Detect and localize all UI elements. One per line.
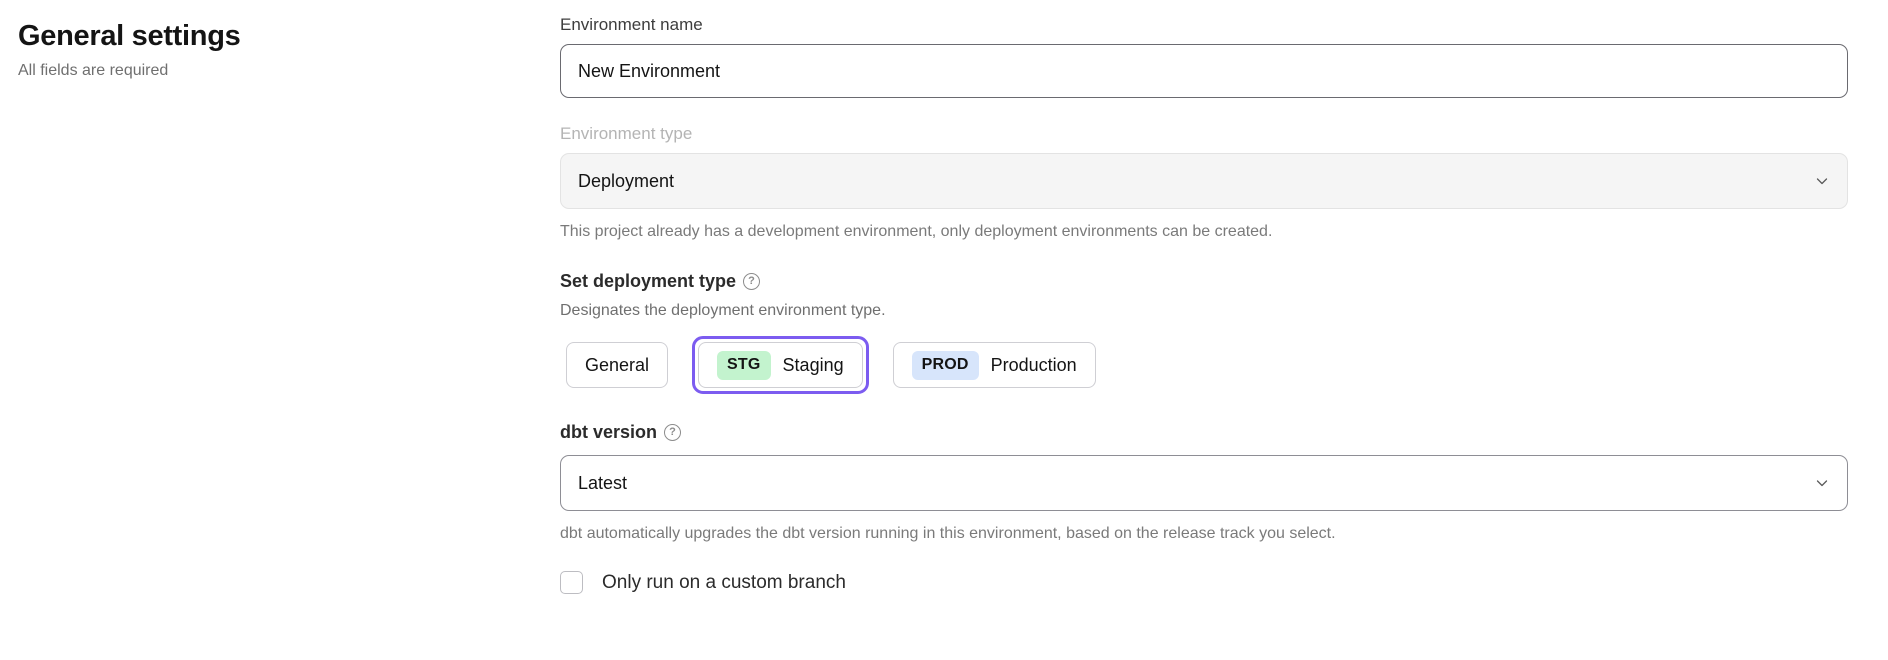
deployment-type-heading: Set deployment type [560,271,737,291]
environment-type-field: Environment type Deployment This project… [560,123,1848,242]
question-mark-circle-icon[interactable]: ? [664,424,682,441]
deployment-type-option-staging-label: Staging [782,354,844,375]
deployment-type-option-production[interactable]: PROD Production [892,342,1096,388]
dbt-version-value: Latest [578,472,628,493]
page-subtitle: All fields are required [18,62,169,79]
deployment-type-description: Designates the deployment environment ty… [560,302,886,319]
environment-name-input[interactable]: New Environment [560,44,1848,98]
environment-name-value: New Environment [578,60,721,81]
environment-name-label: Environment name [560,15,703,34]
environment-type-help-text: This project already has a development e… [560,223,1273,240]
deployment-type-option-staging[interactable]: STG Staging [698,342,863,388]
chevron-down-icon [1814,475,1830,491]
dbt-version-label: dbt version [560,422,658,442]
environment-type-value: Deployment [578,170,675,191]
custom-branch-checkbox[interactable] [560,571,583,594]
staging-badge: STG [717,350,771,380]
deployment-type-option-general-wrapper: General [560,336,674,394]
deployment-type-option-general-label: General [585,354,650,375]
dbt-version-select[interactable]: Latest [560,455,1848,511]
settings-form: Environment name New Environment Environ… [560,0,1888,594]
dbt-version-help-text: dbt automatically upgrades the dbt versi… [560,525,1336,542]
production-badge: PROD [911,350,979,380]
custom-branch-label: Only run on a custom branch [602,571,846,593]
deployment-type-option-staging-wrapper: STG Staging [692,336,869,394]
deployment-type-field: Set deployment type ? Designates the dep… [560,271,1848,394]
environment-type-select[interactable]: Deployment [560,153,1848,209]
environment-type-label: Environment type [560,124,693,143]
chevron-down-icon [1814,173,1830,189]
dbt-version-field: dbt version ? Latest dbt automatically u… [560,422,1848,544]
dbt-version-heading-row: dbt version ? [560,422,1848,443]
page-title: General settings [18,20,241,52]
deployment-type-heading-row: Set deployment type ? [560,271,1848,292]
deployment-type-option-production-label: Production [990,354,1077,375]
deployment-type-options: General STG Staging PROD Production [560,336,1848,394]
deployment-type-option-general[interactable]: General [566,342,669,388]
custom-branch-row: Only run on a custom branch [560,571,1848,594]
environment-name-field: Environment name New Environment [560,14,1848,98]
page-header-column: General settings All fields are required [0,0,560,81]
deployment-type-option-production-wrapper: PROD Production [887,336,1102,394]
question-mark-circle-icon[interactable]: ? [743,273,761,290]
